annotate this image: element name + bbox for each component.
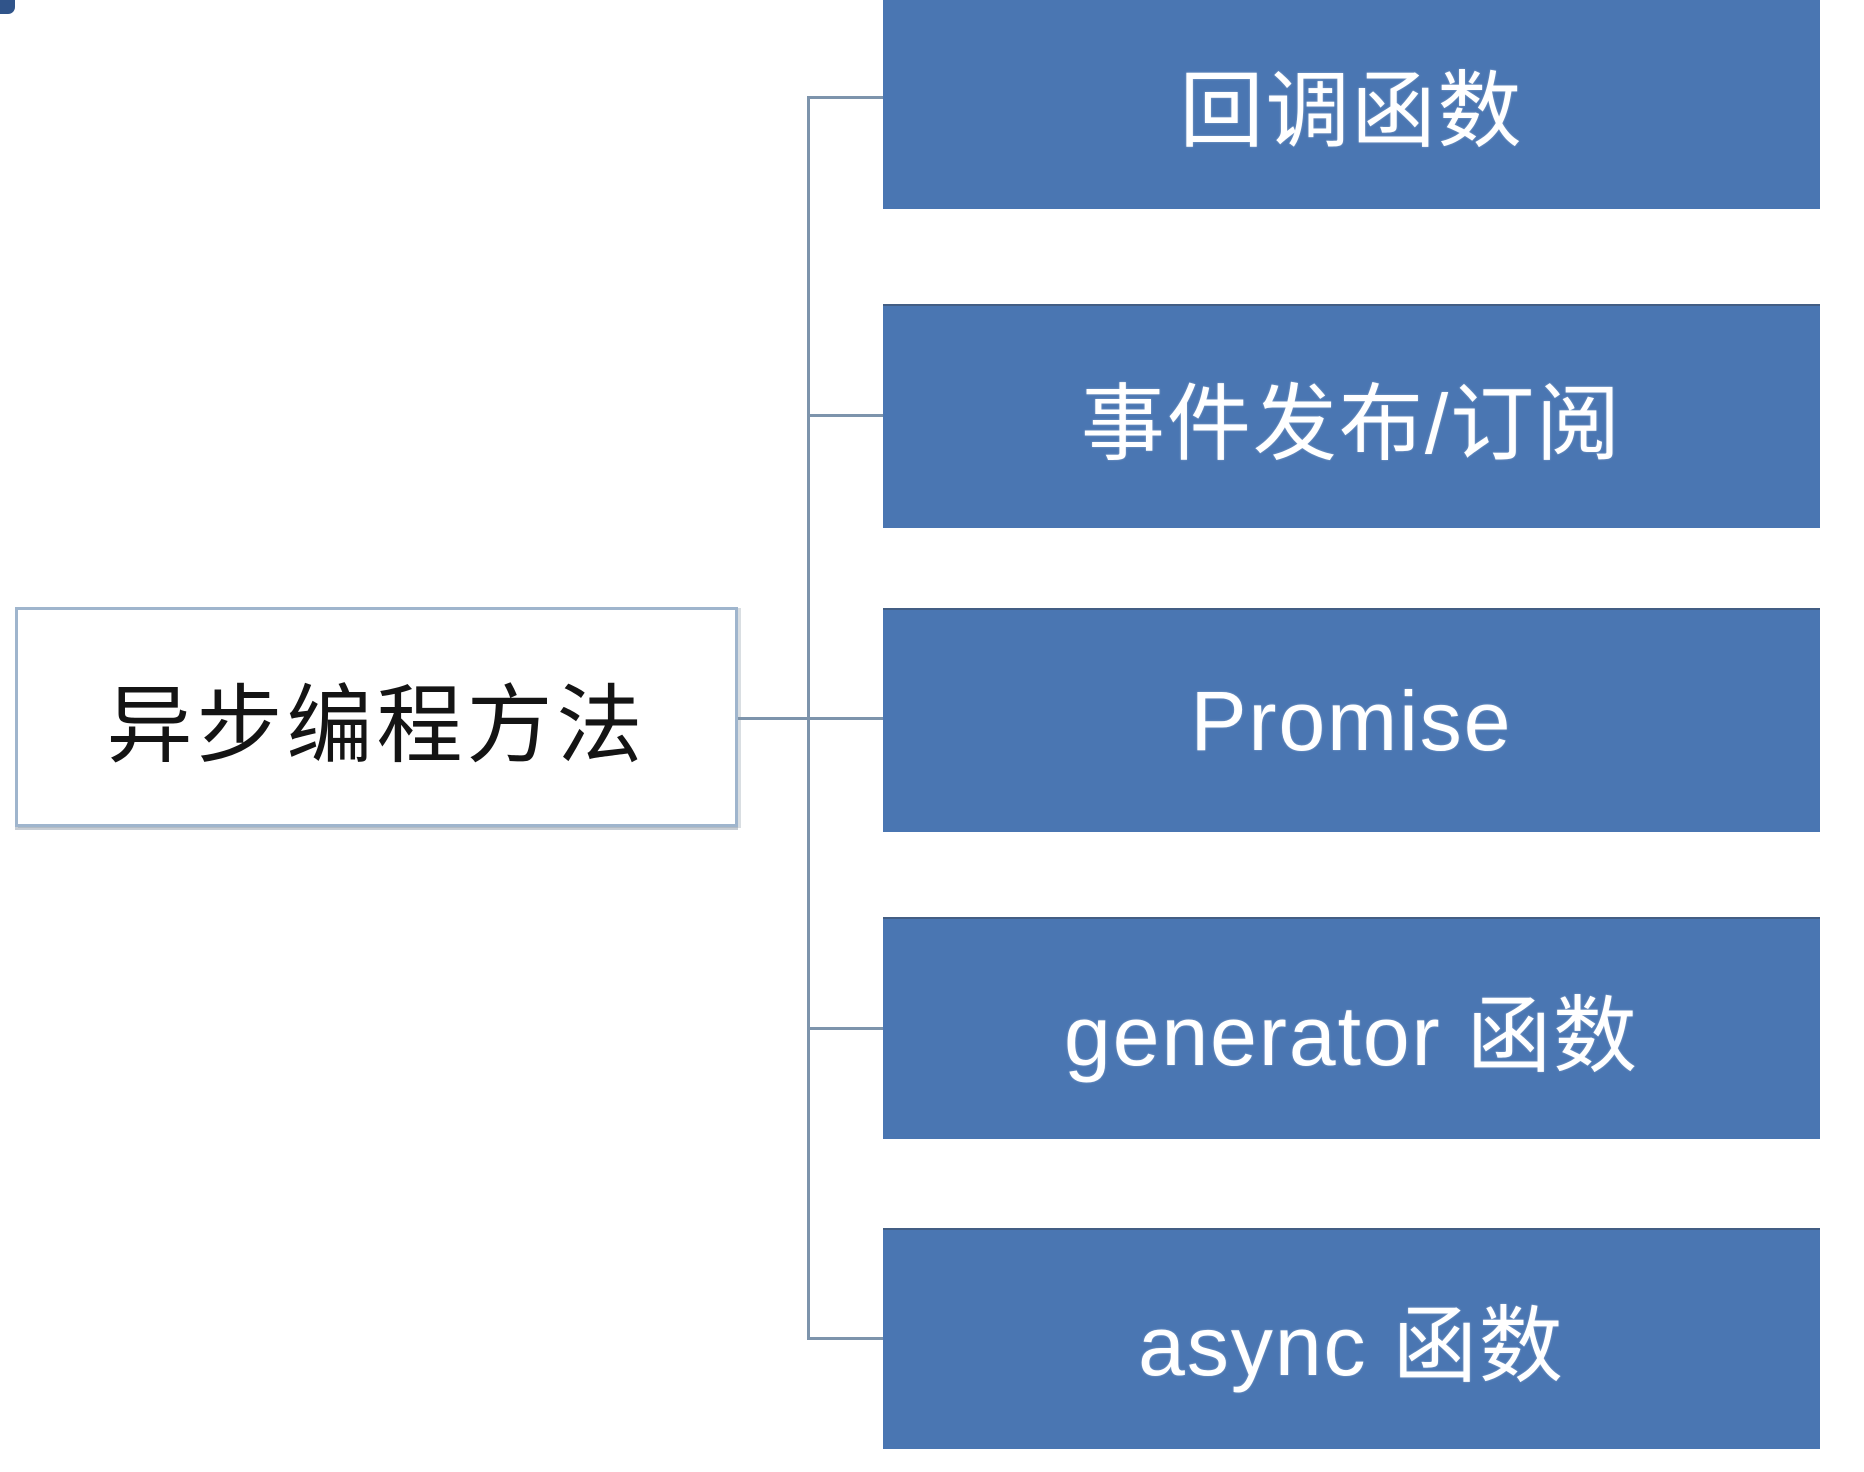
branch-node-label: async 函数 — [1138, 1299, 1565, 1393]
connector-branch-callback — [807, 96, 883, 99]
branch-node-promise: Promise — [883, 608, 1820, 832]
branch-node-label: generator 函数 — [1064, 988, 1639, 1083]
corner-mark — [0, 0, 15, 14]
branch-node-label: Promise — [1190, 673, 1513, 768]
branch-node-label: 事件发布/订阅 — [1080, 376, 1623, 471]
connector-root-to-trunk — [736, 717, 883, 720]
root-node-async-programming-methods: 异步编程方法 — [15, 607, 738, 827]
branch-node-label: 回调函数 — [1179, 64, 1524, 158]
root-node-label: 异步编程方法 — [106, 677, 647, 774]
connector-branch-event-pubsub — [807, 414, 883, 417]
branch-node-generator: generator 函数 — [883, 917, 1820, 1139]
branch-node-callback: 回调函数 — [883, 0, 1820, 209]
branch-node-event-pubsub: 事件发布/订阅 — [883, 304, 1820, 528]
connector-branch-generator — [807, 1027, 883, 1030]
connector-branch-async — [807, 1337, 883, 1340]
branch-node-async: async 函数 — [883, 1228, 1820, 1449]
